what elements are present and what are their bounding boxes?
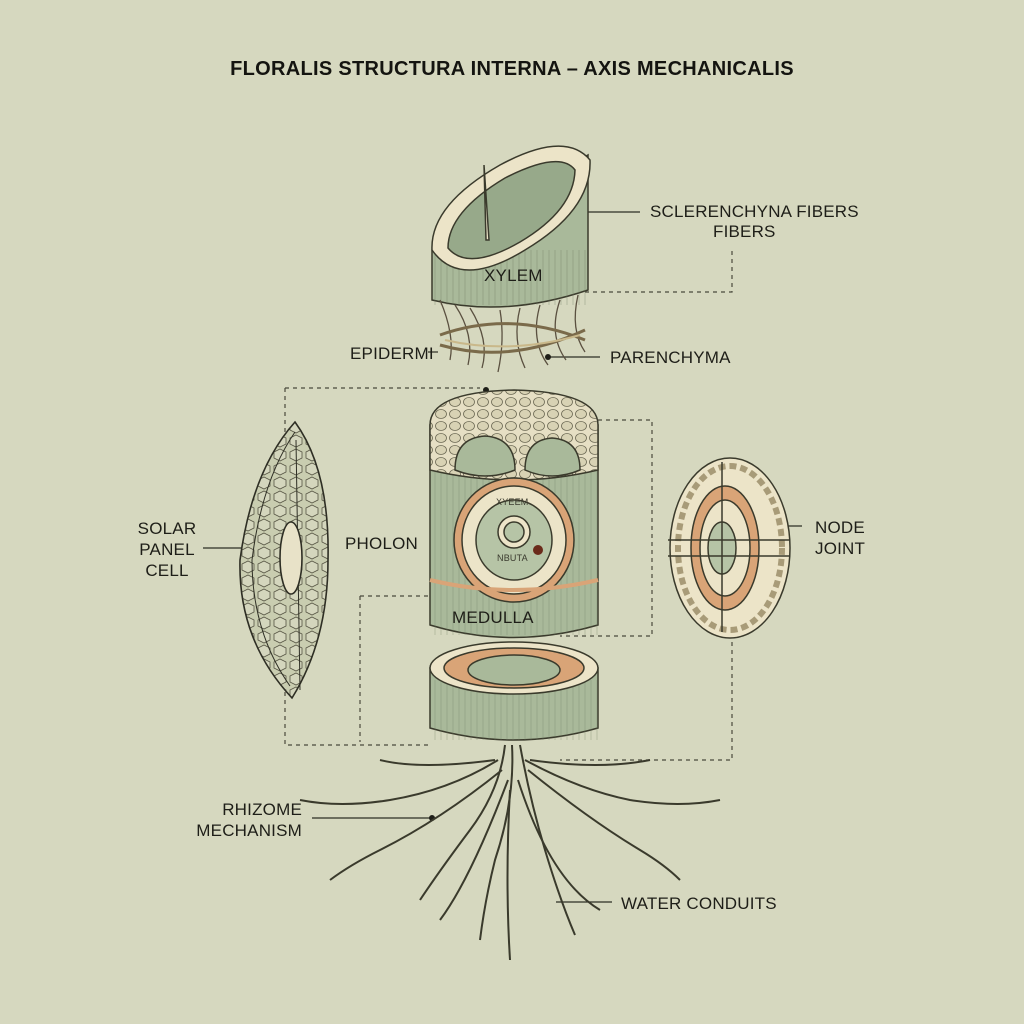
label-parenchyma: PARENCHYMA <box>610 348 731 367</box>
sclerenchyma-fiber-bundle <box>439 294 586 373</box>
middle-stem-section <box>429 389 599 639</box>
label-xylem: XYLEM <box>484 266 543 285</box>
label-node: NODE <box>815 518 865 537</box>
label-joint: JOINT <box>815 539 866 558</box>
label-sclerenchyma-fibers: SCLERENCHYNA FIBERS <box>650 202 859 221</box>
bottom-ring-segment <box>429 641 599 741</box>
diagram-title: FLORALIS STRUCTURA INTERNA – AXIS MECHAN… <box>230 58 794 80</box>
label-xyeem: XYEEM <box>496 497 529 507</box>
label-pholon: PHOLON <box>345 534 418 553</box>
solar-panel-cell <box>239 420 329 700</box>
label-cell: CELL <box>145 561 189 580</box>
label-panel: PANEL <box>139 540 195 559</box>
label-nbuta: NBUTA <box>497 553 528 563</box>
label-rhizome: RHIZOME <box>222 800 302 819</box>
label-solar: SOLAR <box>137 519 197 538</box>
label-fibers: FIBERS <box>713 222 776 241</box>
rhizome-roots <box>299 744 721 961</box>
label-epiderm: EPIDERMI <box>350 344 434 363</box>
xylem-segment <box>431 145 591 308</box>
node-joint-gear <box>668 457 791 639</box>
label-medulla: MEDULLA <box>452 608 534 627</box>
label-water-conduits: WATER CONDUITS <box>621 894 777 913</box>
dashed-connector-lines <box>284 250 733 761</box>
label-mechanism: MECHANISM <box>196 821 302 840</box>
